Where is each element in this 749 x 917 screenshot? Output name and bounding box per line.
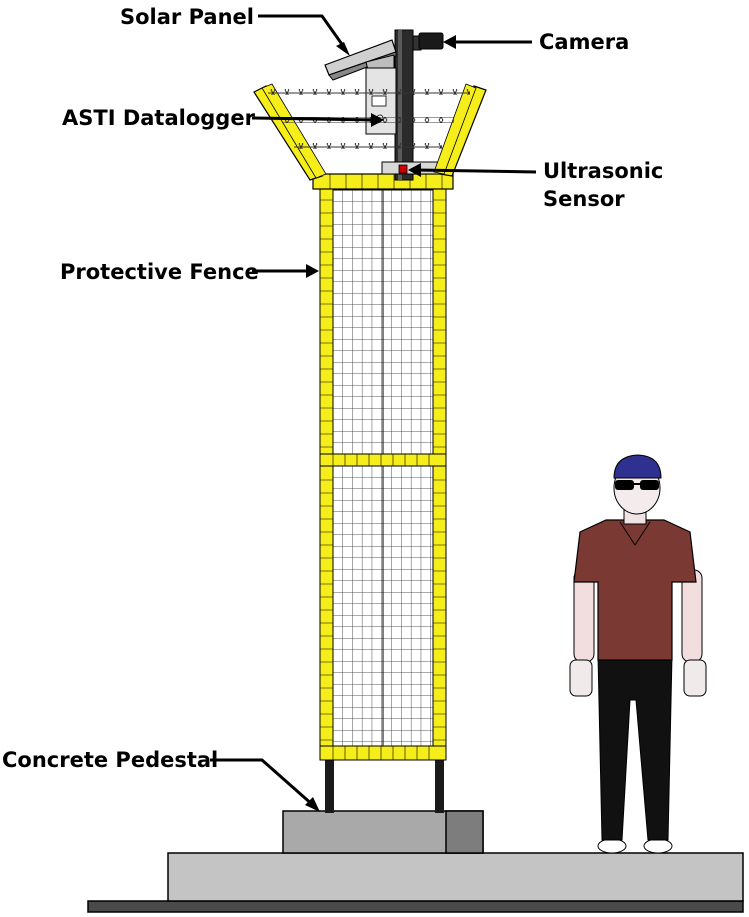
person-figure-icon [569, 454, 707, 854]
label-solar-panel: Solar Panel [120, 5, 254, 29]
fence-legs [325, 759, 444, 813]
concrete-pedestal [282, 810, 484, 854]
label-ultrasonic-line1: Ultrasonic [543, 159, 664, 183]
label-protective-fence: Protective Fence [60, 260, 259, 284]
mounting-pole [394, 29, 414, 181]
label-concrete-pedestal: Concrete Pedestal [2, 748, 219, 772]
solar-panel-icon [324, 39, 397, 81]
leader-arrows [210, 14, 537, 812]
label-asti-datalogger: ASTI Datalogger [62, 106, 255, 130]
ground-slab [87, 852, 744, 913]
datalogger-box-icon [365, 67, 397, 135]
camera-icon [412, 32, 444, 51]
label-camera: Camera [539, 30, 630, 54]
protective-fence [312, 173, 454, 761]
label-ultrasonic-line2: Sensor [543, 187, 625, 211]
